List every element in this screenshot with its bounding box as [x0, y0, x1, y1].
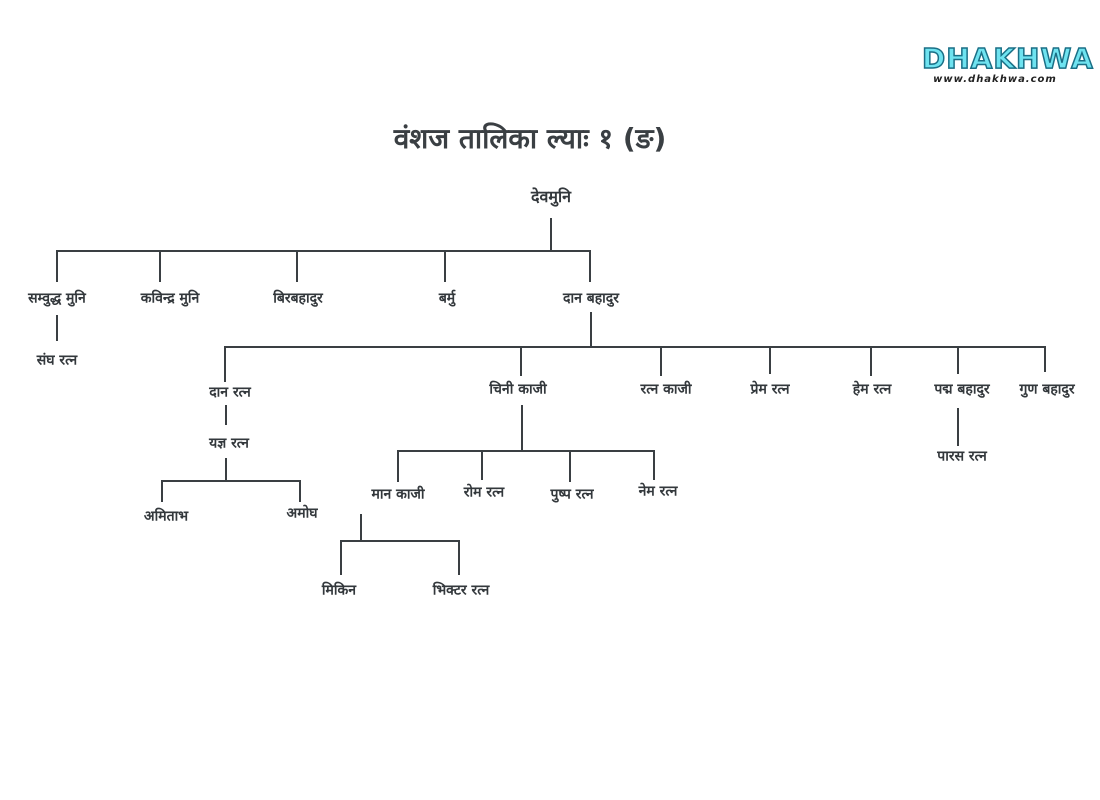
connector — [225, 405, 227, 425]
node: अमोघ — [286, 505, 318, 522]
connector — [299, 480, 301, 502]
node: नेम रत्न — [638, 483, 678, 500]
connector — [769, 346, 771, 374]
connector — [161, 480, 301, 482]
connector — [224, 346, 226, 382]
connector — [550, 218, 552, 250]
logo-word: DHAKHWA — [921, 42, 1094, 75]
connector — [957, 408, 959, 446]
connector — [397, 450, 655, 452]
node: रोम रत्न — [463, 484, 505, 501]
connector — [444, 250, 446, 282]
connector — [225, 458, 227, 480]
dhakhwa-logo: DHAKHWA www.dhakhwa.com — [921, 42, 1094, 85]
connector — [296, 250, 298, 282]
connector — [225, 346, 1046, 348]
connector — [56, 315, 58, 341]
node: दान बहादुर — [563, 290, 619, 307]
connector — [653, 450, 655, 480]
connector — [589, 250, 591, 282]
connector — [340, 540, 460, 542]
connector — [397, 450, 399, 482]
connector — [521, 405, 523, 450]
node: पुष्प रत्न — [550, 486, 594, 503]
node: प्रेम रत्न — [750, 381, 790, 398]
node: हेम रत्न — [852, 381, 892, 398]
logo-url: www.dhakhwa.com — [933, 74, 1057, 85]
node: संघ रत्न — [36, 352, 78, 369]
node: कविन्द्र मुनि — [140, 290, 200, 307]
node: सम्वुद्ध मुनि — [28, 290, 86, 307]
node: भिक्टर रत्न — [432, 582, 490, 599]
connector — [590, 312, 592, 347]
node: गुण बहादुर — [1019, 381, 1075, 398]
connector — [660, 346, 662, 376]
connector — [481, 450, 483, 480]
node: चिनी काजी — [489, 381, 547, 398]
connector — [957, 346, 959, 374]
connector — [870, 346, 872, 376]
node: मान काजी — [371, 486, 425, 503]
connector — [56, 250, 58, 282]
node: रत्न काजी — [640, 381, 692, 398]
node: यज्ञ रत्न — [209, 435, 249, 452]
node-root: देवमुनि — [531, 187, 571, 206]
connector — [360, 514, 362, 541]
node: दान रत्न — [209, 384, 251, 401]
connector — [520, 346, 522, 376]
node: पारस रत्न — [937, 448, 987, 465]
node: बिरबहादुर — [273, 290, 323, 307]
connector — [161, 480, 163, 502]
connector — [458, 540, 460, 575]
connector — [569, 450, 571, 482]
page-title: वंशज तालिका ल्याः १ (ङ) — [393, 122, 667, 155]
connector — [159, 250, 161, 282]
node: अमिताभ — [143, 508, 189, 525]
connector — [57, 250, 591, 252]
node: बर्मु — [438, 290, 456, 307]
node: पद्म बहादुर — [934, 381, 990, 398]
connector — [340, 540, 342, 575]
node: मिकिन — [321, 582, 357, 599]
connector — [1044, 346, 1046, 372]
